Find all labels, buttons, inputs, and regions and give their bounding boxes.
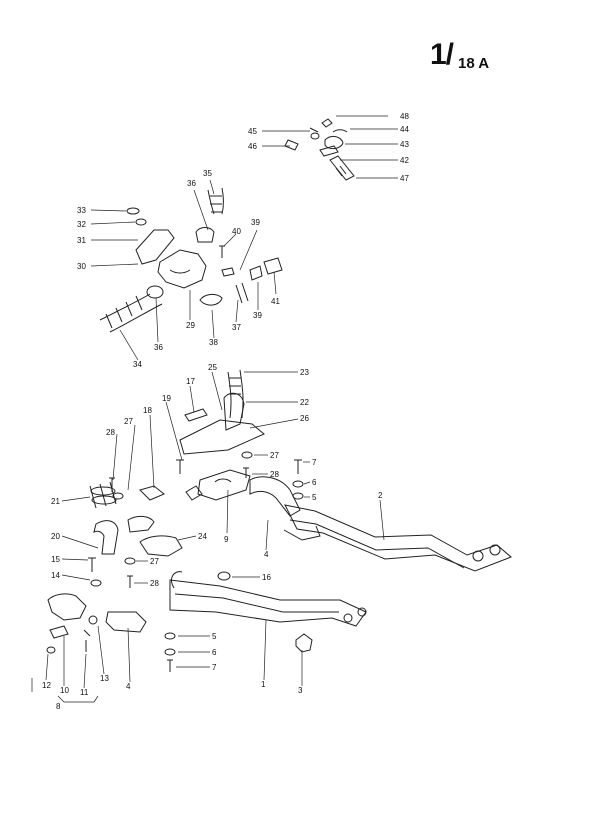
callout-15: 15 [51,555,60,564]
page-number: 1/ [430,38,454,71]
callout-27: 27 [124,417,133,426]
heat-exchanger-1 [105,571,367,653]
callout-37: 37 [232,323,241,332]
callout-41: 41 [271,297,280,306]
callout-32: 32 [77,220,86,229]
callout-7b: 7 [212,663,217,672]
callout-27c: 27 [150,557,159,566]
callout-26: 26 [300,414,309,423]
callout-47: 47 [400,174,409,183]
callout-28c: 28 [150,579,159,588]
callout-5: 5 [312,493,317,502]
callout-24: 24 [198,532,207,541]
callout-38: 38 [209,338,218,347]
callout-33: 33 [77,206,86,215]
callout-18: 18 [143,406,152,415]
callout-4: 4 [264,550,269,559]
callout-39: 39 [251,218,260,227]
callout-6: 6 [312,478,317,487]
callout-45: 45 [248,127,257,136]
callout-5b: 5 [212,632,217,641]
callout-35: 35 [203,169,212,178]
heat-exchanger-2 [283,504,512,572]
heat-exchanger-group [179,369,301,517]
page-subnumber: 18 A [458,55,490,72]
callout-36: 36 [187,179,196,188]
callout-7: 7 [312,458,317,467]
callout-28: 28 [106,428,115,437]
callout-6b: 6 [212,648,217,657]
lower-left-group [46,481,183,654]
callout-10: 10 [60,686,69,695]
callout-8: 8 [56,702,61,711]
leader-lines [31,115,398,703]
callout-31: 31 [77,236,86,245]
callout-27b: 27 [270,451,279,460]
callout-16: 16 [262,573,271,582]
callout-29: 29 [186,321,195,330]
callout-21: 21 [51,497,60,506]
callout-labels: 48 44 45 46 43 42 47 36 35 33 32 31 39 4… [42,112,409,711]
callout-4b: 4 [126,682,131,691]
callout-9: 9 [224,535,229,544]
callout-11: 11 [80,688,89,697]
callout-44: 44 [400,125,409,134]
callout-17: 17 [186,377,195,386]
callout-42: 42 [400,156,409,165]
callout-20: 20 [51,532,60,541]
callout-19: 19 [162,394,171,403]
callout-22: 22 [300,398,309,407]
callout-40: 40 [232,227,241,236]
callout-36b: 36 [154,343,163,352]
heater-box-group [99,187,283,333]
callout-28b: 28 [270,470,279,479]
callout-48: 48 [400,112,409,121]
callout-23: 23 [300,368,309,377]
callout-3: 3 [298,686,303,695]
callout-46: 46 [248,142,257,151]
callout-2: 2 [378,491,383,500]
callout-25: 25 [208,363,217,372]
callout-30: 30 [77,262,86,271]
callout-1: 1 [261,680,266,689]
callout-12: 12 [42,681,51,690]
fasteners [88,451,304,672]
callout-34: 34 [133,360,142,369]
thermostat-group [284,118,355,181]
callout-39b: 39 [253,311,262,320]
callout-13: 13 [100,674,109,683]
callout-14: 14 [51,571,60,580]
callout-43: 43 [400,140,409,149]
